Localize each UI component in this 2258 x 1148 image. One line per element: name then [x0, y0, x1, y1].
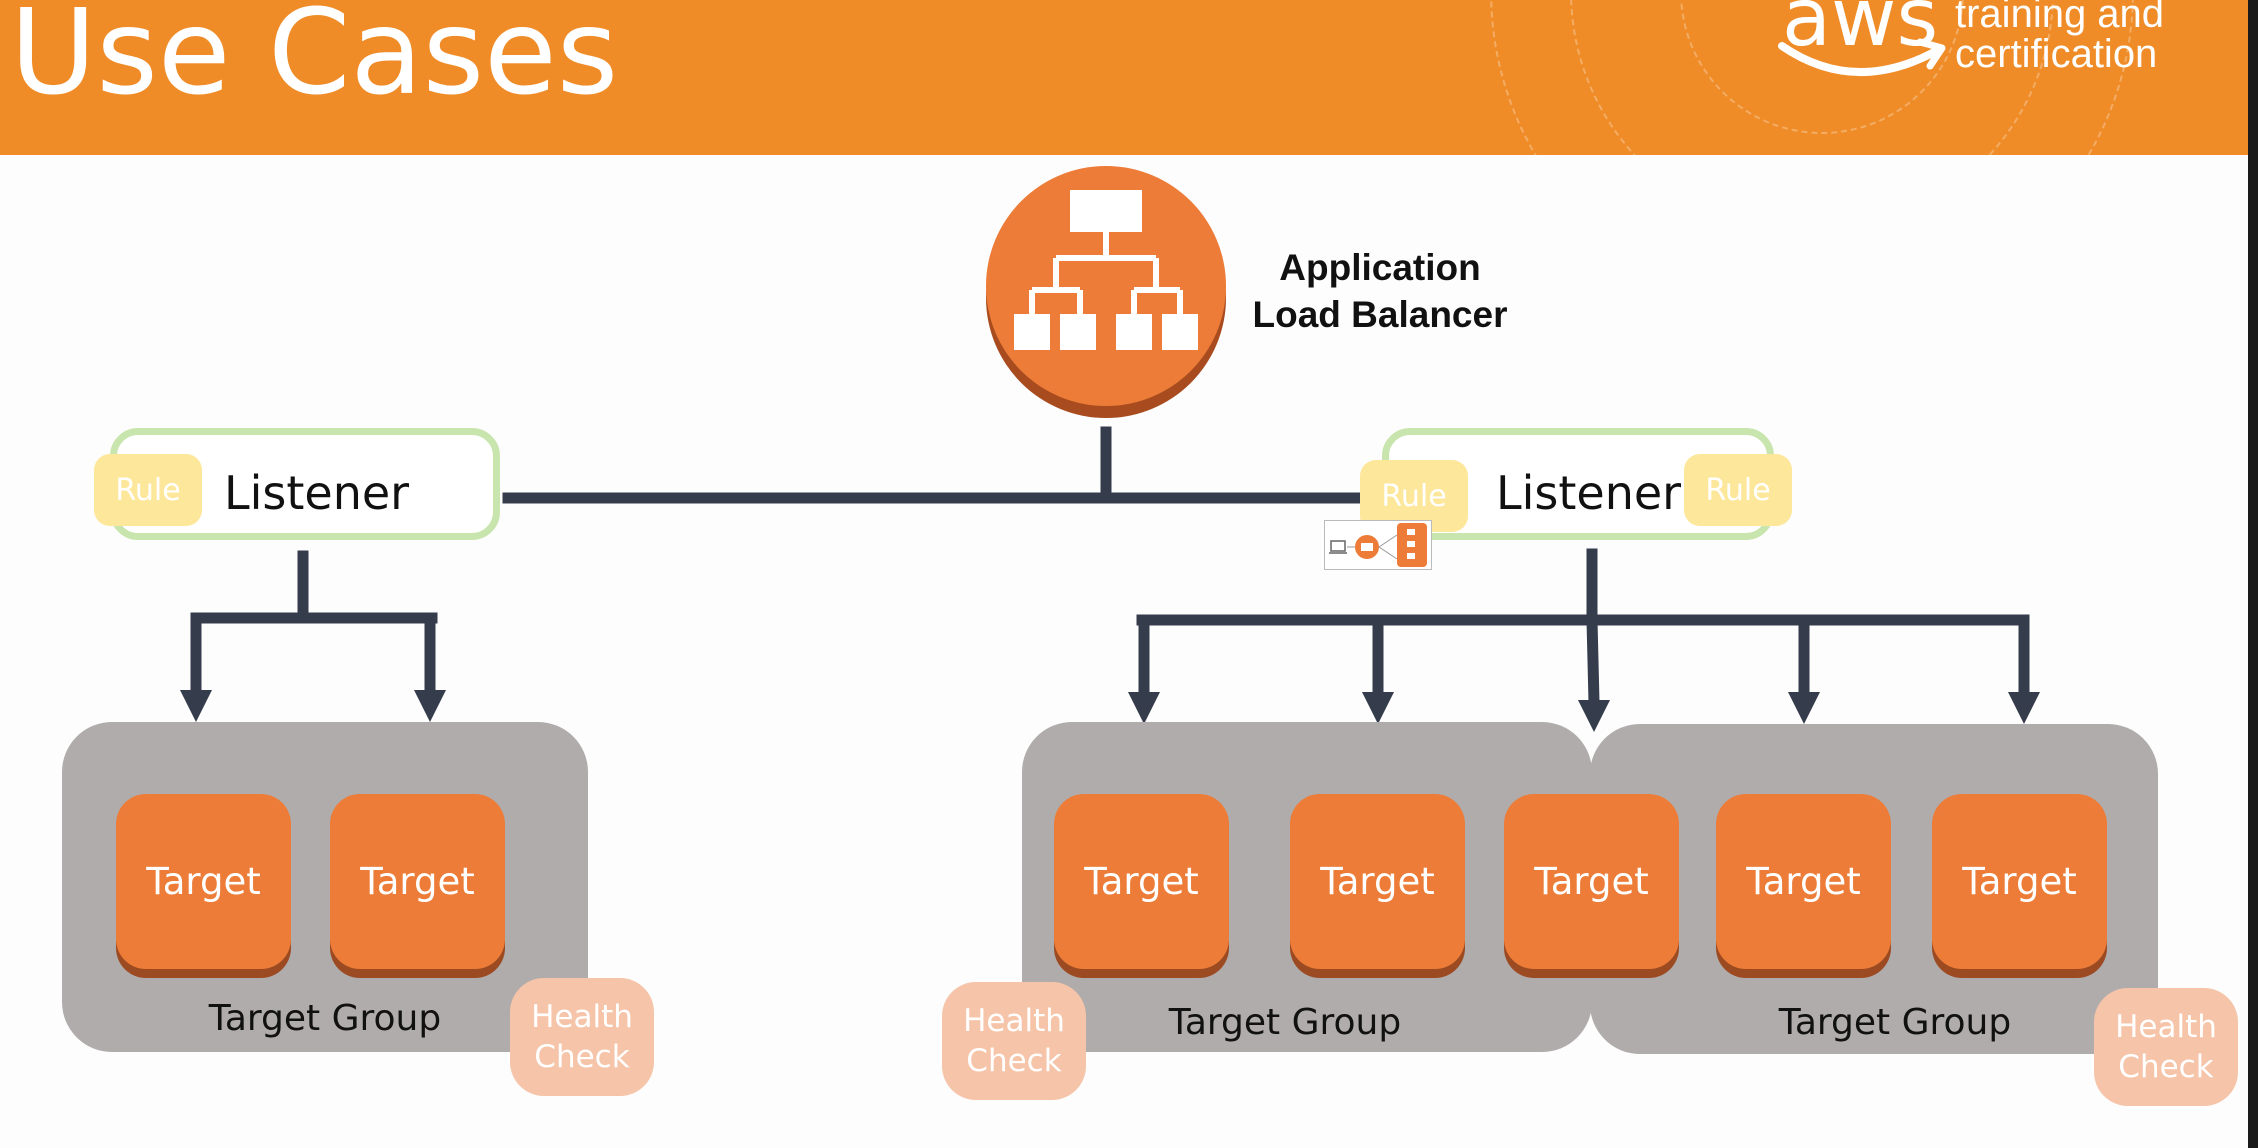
arrow-head — [1788, 692, 1820, 724]
brand-line-2: certification — [1955, 32, 2158, 76]
arrow-head — [414, 690, 446, 722]
target-group-label: Target Group — [208, 998, 442, 1039]
aws-logo-word: aws — [1782, 0, 1939, 64]
listener-2-drop-connector — [1586, 614, 1600, 708]
target: Target — [116, 794, 291, 969]
health-check-line-1: Health — [531, 999, 633, 1035]
load-balancer-label-line-2: Load Balancer — [1252, 294, 1508, 335]
target-group-label: Target Group — [1778, 1002, 2012, 1043]
health-check-line-2: Check — [2118, 1049, 2214, 1085]
arrow-head — [1578, 700, 1610, 732]
health-check-line-2: Check — [966, 1043, 1062, 1079]
load-balancer-label: Application Load Balancer — [1230, 244, 1530, 338]
diagram-thumbnail — [1324, 520, 1432, 570]
target: Target — [330, 794, 505, 969]
load-balancer-label-line-1: Application — [1279, 247, 1481, 288]
health-check-line-1: Health — [963, 1003, 1065, 1039]
health-check-line-1: Health — [2115, 1009, 2217, 1045]
target: Target — [1054, 794, 1229, 969]
load-balancer-icon — [986, 166, 1226, 418]
aws-logo: aws — [1770, 0, 1950, 88]
target: Target — [1932, 794, 2107, 969]
listener-label: Listener — [1496, 466, 1682, 520]
rule-badge: Rule — [94, 454, 202, 526]
arrow-head — [1128, 692, 1160, 724]
target: Target — [1290, 794, 1465, 969]
listener-label: Listener — [224, 466, 410, 520]
arrow-head — [180, 690, 212, 722]
header-banner: Use Cases aws training and certification — [0, 0, 2248, 155]
brand-line-1: training and — [1955, 0, 2165, 36]
arrow-head — [2008, 692, 2040, 724]
rule-badge: Rule — [1684, 454, 1792, 526]
target-group-label: Target Group — [1168, 1002, 1402, 1043]
target: Target — [1504, 794, 1679, 969]
slide-edge — [2248, 0, 2258, 1148]
arrow-head — [1362, 692, 1394, 724]
health-check-line-2: Check — [534, 1039, 630, 1075]
aws-smile-icon — [1778, 38, 1946, 76]
target: Target — [1716, 794, 1891, 969]
page-title: Use Cases — [10, 0, 619, 121]
load-balancer-thumbnail-icon — [1329, 523, 1427, 567]
